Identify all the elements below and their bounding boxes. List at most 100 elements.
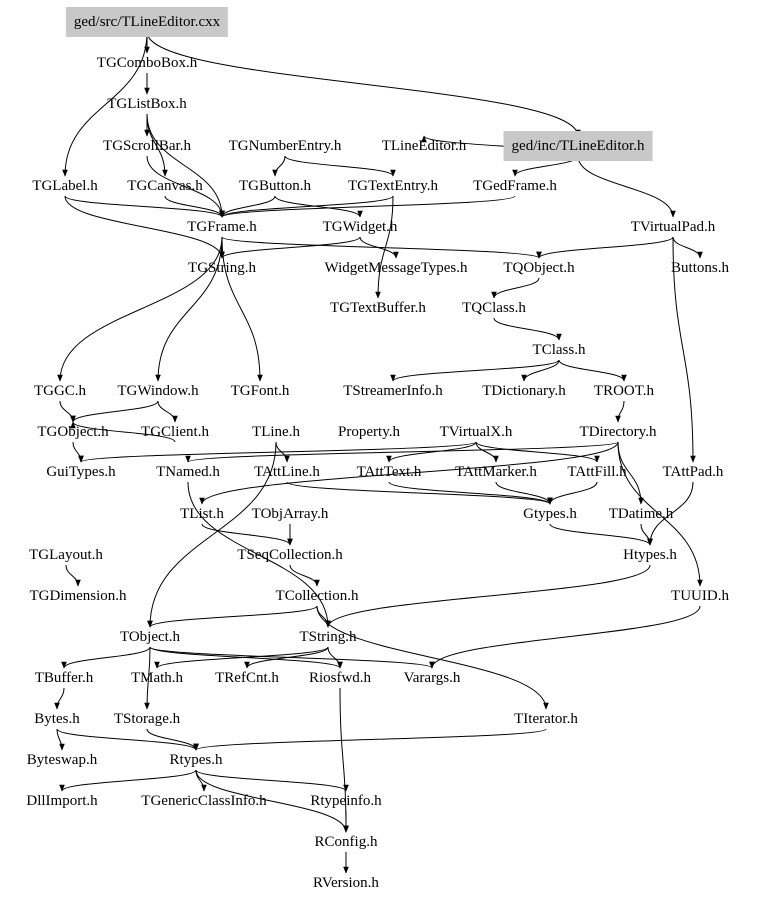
graph-node[interactable]: TGLabel.h	[32, 178, 98, 194]
graph-node[interactable]: TGCanvas.h	[127, 178, 203, 194]
graph-node[interactable]: Rtypeinfo.h	[310, 793, 382, 809]
graph-node[interactable]: TUUID.h	[671, 588, 729, 604]
graph-node[interactable]: TROOT.h	[593, 383, 655, 399]
graph-node[interactable]: TNamed.h	[156, 464, 220, 480]
dependency-edge	[78, 441, 477, 463]
graph-node[interactable]: TStreamerInfo.h	[343, 383, 443, 399]
dependency-edge	[549, 523, 653, 546]
graph-node[interactable]: ged/src/TLineEditor.cxx	[65, 7, 229, 37]
graph-node[interactable]: TClass.h	[532, 342, 586, 358]
graph-node[interactable]: TGTextBuffer.h	[330, 300, 426, 316]
graph-node[interactable]: TStorage.h	[113, 711, 181, 727]
graph-node[interactable]: TVirtualPad.h	[630, 219, 716, 235]
graph-node[interactable]: TGObject.h	[37, 424, 109, 440]
graph-node[interactable]: TRefCnt.h	[215, 670, 279, 686]
graph-node[interactable]: TGListBox.h	[107, 96, 187, 112]
graph-node[interactable]: Property.h	[338, 424, 400, 440]
graph-node[interactable]: TSeqCollection.h	[237, 547, 343, 563]
dependency-edge	[64, 195, 225, 218]
graph-node[interactable]: TMath.h	[130, 670, 184, 686]
graph-node[interactable]: TGenericClassInfo.h	[141, 793, 267, 809]
graph-node[interactable]: Rtypes.h	[169, 752, 223, 768]
graph-node[interactable]: GuiTypes.h	[46, 464, 116, 480]
dependency-edge	[56, 728, 65, 751]
graph-node[interactable]: TQClass.h	[462, 300, 526, 316]
graph-node[interactable]: TList.h	[180, 506, 224, 522]
graph-node[interactable]: TString.h	[299, 629, 357, 645]
graph-node[interactable]: TLine.h	[252, 424, 300, 440]
graph-node[interactable]: TIterator.h	[514, 711, 578, 727]
graph-node[interactable]: RConfig.h	[314, 834, 378, 850]
dependency-edge	[521, 359, 560, 382]
graph-node[interactable]: TGComboBox.h	[96, 55, 198, 71]
graph-node[interactable]: TAttMarker.h	[455, 464, 537, 480]
dependency-edge	[493, 317, 562, 341]
graph-node[interactable]: Byteswap.h	[26, 752, 98, 768]
graph-node[interactable]: TDatime.h	[608, 506, 674, 522]
graph-node[interactable]: ged/inc/TLineEditor.h	[503, 131, 653, 161]
dependency-edge	[325, 564, 651, 628]
graph-node[interactable]: TBuffer.h	[34, 670, 94, 686]
graph-node[interactable]: DllImport.h	[26, 793, 98, 809]
graph-node[interactable]: TGFrame.h	[187, 219, 257, 235]
graph-node[interactable]: TObjArray.h	[251, 506, 329, 522]
graph-node[interactable]: TAttFill.h	[567, 464, 627, 480]
dependency-edge	[70, 421, 176, 443]
graph-node[interactable]: TGFont.h	[230, 383, 290, 399]
dependency-edge	[155, 236, 223, 382]
dependency-edge	[146, 155, 225, 218]
dependency-edge	[199, 441, 619, 505]
graph-node[interactable]: WidgetMessageTypes.h	[324, 260, 468, 276]
graph-node[interactable]: TGLayout.h	[29, 547, 103, 563]
graph-node[interactable]: TGString.h	[188, 260, 256, 276]
graph-node[interactable]: TGWindow.h	[117, 383, 199, 399]
dependency-edge	[547, 481, 598, 505]
dependency-edge	[146, 113, 225, 218]
graph-node[interactable]: TQObject.h	[503, 260, 575, 276]
graph-node[interactable]: TCollection.h	[275, 588, 359, 604]
dependency-edge	[274, 195, 363, 218]
dependency-edge	[244, 646, 329, 669]
dependency-edge	[56, 728, 199, 751]
graph-node[interactable]: TDirectory.h	[579, 424, 657, 440]
graph-node[interactable]: TAttText.h	[356, 464, 422, 480]
graph-node[interactable]: TAttLine.h	[254, 464, 320, 480]
dependency-edge	[221, 236, 263, 382]
graph-node[interactable]: TGNumberEntry.h	[228, 138, 342, 154]
graph-node[interactable]: Bytes.h	[34, 711, 80, 727]
graph-node[interactable]: Buttons.h	[671, 260, 729, 276]
graph-node[interactable]: TGButton.h	[238, 178, 312, 194]
graph-node[interactable]: Riosfwd.h	[308, 670, 372, 686]
graph-node[interactable]: TGedFrame.h	[473, 178, 557, 194]
graph-node[interactable]: TGTextEntry.h	[347, 178, 439, 194]
graph-node[interactable]: TObject.h	[119, 629, 181, 645]
dependency-edge	[187, 481, 331, 628]
dependency-edge	[672, 236, 703, 259]
dependency-edge	[390, 359, 560, 382]
dependency-edge	[647, 481, 694, 546]
graph-node[interactable]: TGWidget.h	[322, 219, 398, 235]
graph-node[interactable]: TGClient.h	[141, 424, 209, 440]
dependency-edge	[388, 481, 553, 505]
graph-node[interactable]: TGGC.h	[33, 383, 87, 399]
graph-node[interactable]: TVirtualX.h	[439, 424, 513, 440]
graph-node[interactable]: Varargs.h	[403, 670, 461, 686]
dependency-edge	[475, 441, 499, 463]
graph-node[interactable]: Gtypes.h	[523, 506, 577, 522]
graph-node[interactable]: RVersion.h	[313, 875, 379, 891]
dependency-edge	[195, 769, 349, 833]
graph-node[interactable]: TGScrollBar.h	[103, 138, 191, 154]
dependency-edge	[386, 441, 477, 463]
dependency-edge	[59, 769, 197, 792]
graph-node[interactable]: Htypes.h	[623, 547, 677, 563]
dependency-edge	[577, 155, 676, 218]
dependency-edge	[289, 564, 320, 587]
graph-node[interactable]: TLineEditor.h	[381, 138, 467, 154]
dependency-edge	[359, 236, 399, 259]
dependency-edge	[316, 605, 331, 628]
graph-node[interactable]: TGDimension.h	[29, 588, 127, 604]
graph-node[interactable]: TDictionary.h	[482, 383, 566, 399]
graph-node[interactable]: TAttPad.h	[662, 464, 724, 480]
